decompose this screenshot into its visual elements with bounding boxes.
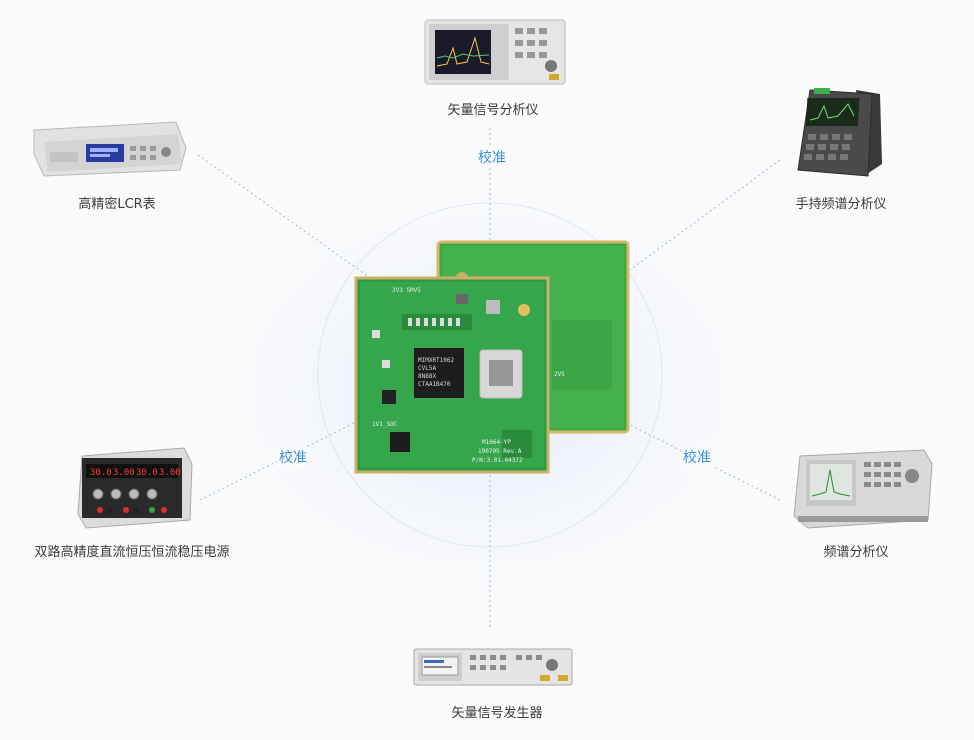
label-handheld-spectrum-analyzer: 手持频谱分析仪 bbox=[795, 197, 887, 212]
chip-text-line2: CVL5A bbox=[418, 365, 436, 372]
processor-chip bbox=[414, 348, 464, 398]
psu-display-4: 3.00 bbox=[159, 468, 181, 478]
board-pn-text: P/N:3.01.04372 bbox=[472, 457, 523, 464]
handheld-spectrum-analyzer-icon bbox=[794, 86, 884, 182]
board-date-text: 190705 Rev.A bbox=[478, 448, 522, 455]
board-top-text: 3V3 5MV5 bbox=[392, 287, 421, 294]
board-2v5-text: 2V5 bbox=[554, 371, 565, 378]
chip-text-line3: 8N88X bbox=[418, 373, 436, 380]
front-board bbox=[354, 276, 550, 474]
label-spectrum-analyzer: 频谱分析仪 bbox=[823, 545, 889, 560]
lcr-meter-icon bbox=[30, 118, 190, 178]
calibration-label-right: 校准 bbox=[681, 447, 713, 467]
line-top-left bbox=[197, 154, 381, 286]
line-top-right bbox=[629, 159, 781, 271]
vector-signal-generator-icon bbox=[412, 645, 574, 689]
calibration-label-left: 校准 bbox=[277, 447, 309, 467]
chip-text-line4: CTAA1B470 bbox=[418, 381, 451, 388]
label-vector-signal-generator: 矢量信号发生器 bbox=[451, 706, 543, 721]
board-model-text: M1064-YP bbox=[482, 439, 511, 446]
board-1v1-text: 1V1_SOC bbox=[372, 421, 398, 428]
core-board-module: MIMXRT1062 CVL5A 8N88X CTAA1B470 3V3 5MV… bbox=[352, 240, 632, 476]
label-vector-signal-analyzer: 矢量信号分析仪 bbox=[447, 103, 539, 118]
dc-power-supply-icon: 30.0 3.00 30.0 3.00 bbox=[76, 444, 194, 532]
chip-text-line1: MIMXRT1062 bbox=[418, 357, 455, 364]
psu-display-2: 3.00 bbox=[113, 468, 135, 478]
label-lcr-meter: 高精密LCR表 bbox=[78, 197, 156, 212]
calibration-label-top: 校准 bbox=[476, 147, 508, 167]
psu-display-3: 30.0 bbox=[136, 468, 158, 478]
psu-display-1: 30.0 bbox=[90, 468, 112, 478]
spectrum-analyzer-icon bbox=[790, 446, 934, 532]
label-dc-power-supply: 双路高精度直流恒压恒流稳压电源 bbox=[34, 545, 230, 560]
vector-signal-analyzer-icon bbox=[423, 18, 567, 88]
